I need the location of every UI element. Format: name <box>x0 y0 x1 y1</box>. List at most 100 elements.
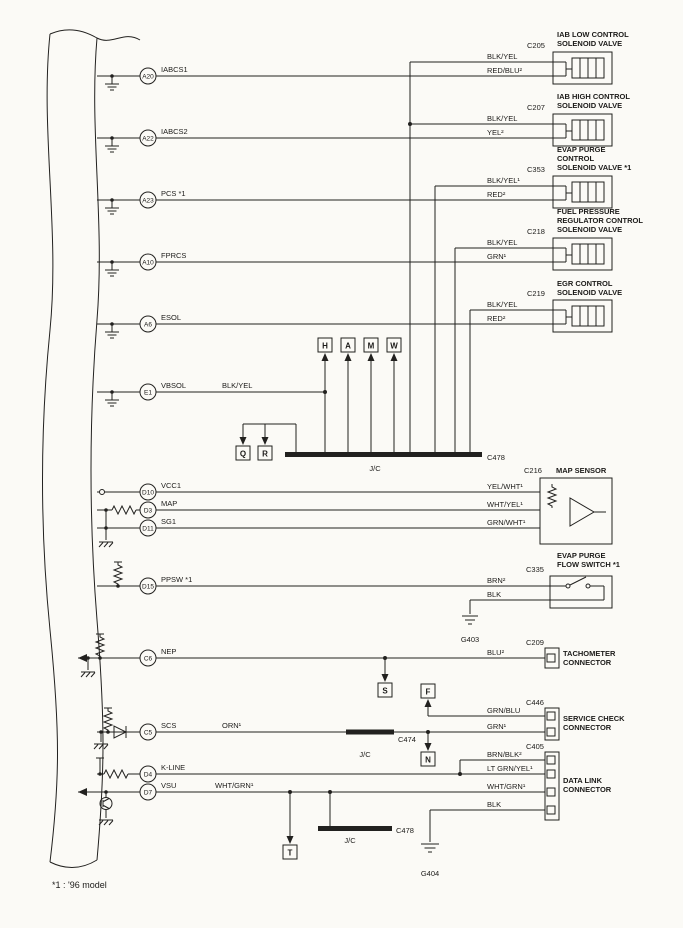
wire-label: BLK/YEL <box>222 381 252 390</box>
arrow-icon <box>424 699 432 707</box>
connector-label: C335 <box>526 565 544 574</box>
ref-letter-m: M <box>368 342 375 351</box>
connector-label: C474 <box>398 735 416 744</box>
ref-letter-f: F <box>426 688 431 697</box>
connector-label: C446 <box>526 698 544 707</box>
tachometer-connector: C209 TACHOMETER CONNECTOR BLU² <box>487 638 616 669</box>
ref-letter-q: Q <box>240 450 246 459</box>
chassis-ground-icon <box>98 819 114 826</box>
pin-id: E1 <box>144 390 152 397</box>
connector-label: C209 <box>526 638 544 647</box>
pin-id: D3 <box>144 508 153 515</box>
pin-row-a23: A23 PCS *1 <box>97 189 553 215</box>
pin-name: IABCS1 <box>161 65 188 74</box>
pin-id: D7 <box>144 790 153 797</box>
component-title: EVAP PURGE <box>557 551 606 560</box>
ground-icon <box>105 269 119 277</box>
ground-icon <box>105 331 119 339</box>
junction-label: J/C <box>369 464 381 473</box>
pin-id: D15 <box>142 584 154 591</box>
pin-row-d10: D10 VCC1 <box>97 481 540 501</box>
solenoid-valve-evap-purge: EVAP PURGE CONTROL SOLENOID VALVE *1 C35… <box>487 145 631 209</box>
pin-name: NEP <box>161 647 176 656</box>
connector-label: C205 <box>527 41 545 50</box>
pin-name: PPSW *1 <box>161 575 192 584</box>
component-title: MAP SENSOR <box>556 466 607 475</box>
connector-label: C478 <box>487 453 505 462</box>
component-title: DATA LINK <box>563 776 603 785</box>
pin-id: A10 <box>142 260 154 267</box>
wire-label: LT GRN/YEL¹ <box>487 764 533 773</box>
component-title: CONTROL <box>557 154 594 163</box>
wire-label: BLK/YEL¹ <box>487 176 520 185</box>
connector-label: C478 <box>396 826 414 835</box>
continuation-arrow-icon <box>78 654 87 662</box>
pin-row-c5: C5 SCS ORN¹ <box>93 707 545 750</box>
pin-id: D10 <box>142 490 154 497</box>
pin-row-d7: D7 VSU WHT/GRN¹ <box>78 781 545 826</box>
data-link-connector: C405 DATA LINK CONNECTOR BRN/BLK² LT GRN… <box>421 742 612 878</box>
connector-label: C405 <box>526 742 544 751</box>
component-title: SOLENOID VALVE <box>557 101 622 110</box>
resistor-icon <box>103 768 129 780</box>
arrow-icon <box>381 674 389 682</box>
pin-row-a10: A10 FPRCS <box>97 251 553 277</box>
resistor-icon <box>111 504 137 516</box>
solenoid-valve-iab-low: IAB LOW CONTROL SOLENOID VALVE C205 BLK/… <box>487 30 629 85</box>
wire-label: RED² <box>487 190 506 199</box>
ground-icon <box>105 145 119 153</box>
wire-label: ORN¹ <box>222 721 242 730</box>
wire-label: WHT/GRN¹ <box>487 782 526 791</box>
pin-name: VSU <box>161 781 176 790</box>
ground-icon <box>105 83 119 91</box>
ground-label: G403 <box>461 635 479 644</box>
wire-label: GRN/BLU <box>487 706 520 715</box>
junction-bar <box>285 452 482 457</box>
wire-label: BLU² <box>487 648 505 657</box>
ref-letter-r: R <box>262 450 268 459</box>
component-title: REGULATOR CONTROL <box>557 216 643 225</box>
pin-row-d11: D11 SG1 <box>97 517 540 548</box>
connector-label: C219 <box>527 289 545 298</box>
ref-letter-n: N <box>425 756 431 765</box>
component-title: CONNECTOR <box>563 723 612 732</box>
evap-purge-flow-switch: EVAP PURGE FLOW SWITCH *1 C335 BRN² BLK … <box>461 551 620 644</box>
continuation-arrow-icon <box>78 788 87 796</box>
ground-icon <box>105 399 119 407</box>
pin-row-d3: D3 MAP <box>97 499 540 528</box>
pin-id: C5 <box>144 730 153 737</box>
component-title: SOLENOID VALVE <box>557 39 622 48</box>
pin-id: A6 <box>144 322 152 329</box>
wire-label: BLK/YEL <box>487 238 517 247</box>
pin-name: SCS <box>161 721 176 730</box>
connector-label: C207 <box>527 103 545 112</box>
component-title: SOLENOID VALVE *1 <box>557 163 631 172</box>
connector-label: C353 <box>527 165 545 174</box>
arrow-icon <box>261 437 269 445</box>
resistor-icon <box>102 708 114 732</box>
pin-id: A23 <box>142 198 154 205</box>
resistor-icon <box>546 484 558 508</box>
junction-network: C478 J/C H A M W Q R S F N C474 J/C <box>235 61 553 860</box>
pin-id: A22 <box>142 136 154 143</box>
pin-row-a22: A22 IABCS2 <box>97 127 553 153</box>
wire-label: YEL/WHT¹ <box>487 482 523 491</box>
pin-row-a20: A20 IABCS1 <box>97 65 553 91</box>
arrow-icon <box>390 353 398 361</box>
ref-letter-h: H <box>322 342 328 351</box>
ground-icon <box>462 615 478 625</box>
junction-bar <box>318 826 392 831</box>
pin-name: SG1 <box>161 517 176 526</box>
switch-contact-icon <box>569 576 587 586</box>
resistor-icon <box>94 634 106 658</box>
component-title: CONNECTOR <box>563 658 612 667</box>
ground-label: G404 <box>421 869 439 878</box>
wire-label: BLK/YEL <box>487 300 517 309</box>
pin-name: IABCS2 <box>161 127 188 136</box>
component-title: EVAP PURGE <box>557 145 606 154</box>
component-title: EGR CONTROL <box>557 279 613 288</box>
pin-name: K-LINE <box>161 763 185 772</box>
amplifier-icon <box>569 497 595 527</box>
